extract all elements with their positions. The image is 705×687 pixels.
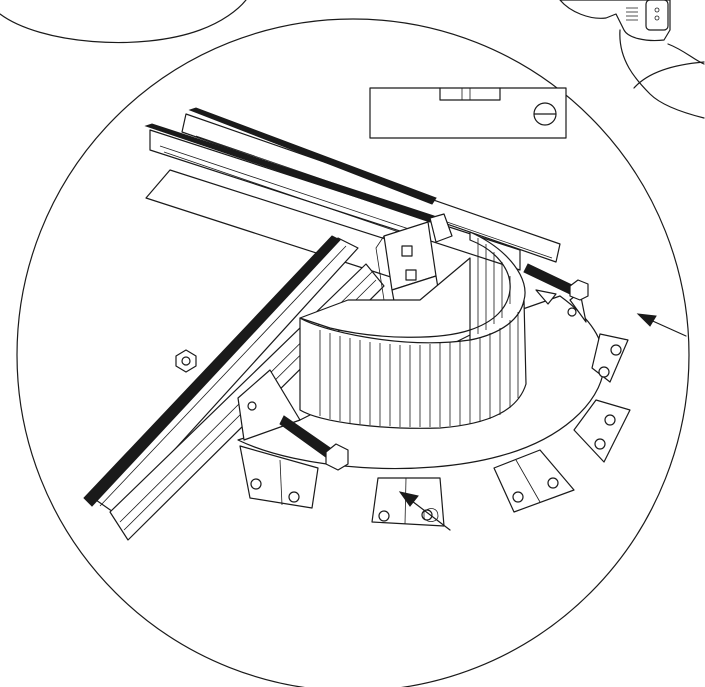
- detail-circle: [16, 18, 690, 687]
- arrow-icon: [398, 491, 451, 531]
- arrow-icon: [636, 313, 687, 337]
- bolt-icon: [279, 415, 349, 471]
- bolt-icon: [523, 263, 589, 301]
- detail-circle-fragment: [0, 0, 247, 44]
- spirit-level-icon: [369, 87, 567, 139]
- nut-icon: [175, 349, 197, 373]
- hand-with-tool-icon: [559, 0, 705, 119]
- mounting-tabs: [239, 289, 631, 527]
- corrugated-collar: [299, 231, 527, 429]
